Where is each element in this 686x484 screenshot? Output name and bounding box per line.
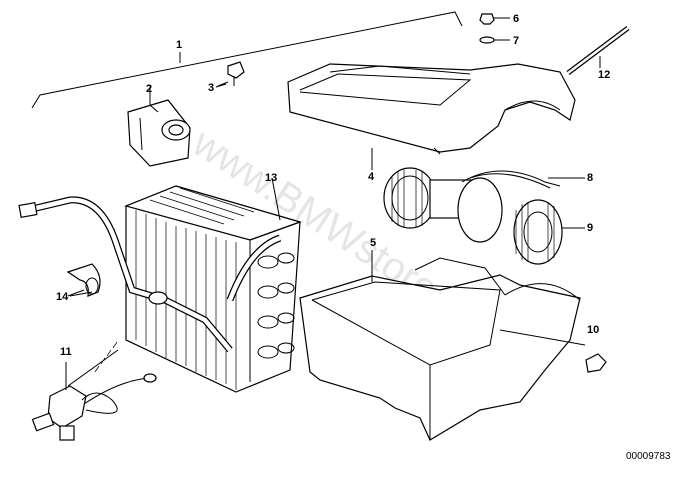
small-clip-part	[585, 353, 607, 373]
callout-8: 8	[587, 172, 593, 184]
callout-6: 6	[513, 13, 519, 25]
callout-11: 11	[60, 346, 72, 358]
screw-part	[479, 13, 510, 25]
pipe-clip-part	[66, 263, 101, 297]
clip-part	[217, 61, 245, 87]
callout-3: 3	[208, 82, 214, 94]
callout-9: 9	[587, 222, 593, 234]
assembly-bracket	[31, 11, 463, 109]
callout-1: 1	[176, 39, 182, 51]
lower-housing-part	[299, 250, 586, 441]
callout-12: 12	[598, 69, 610, 81]
mounting-bracket-part	[127, 85, 191, 167]
callout-14: 14	[56, 291, 69, 303]
callout-5: 5	[370, 237, 376, 249]
document-id: 00009783	[626, 451, 671, 462]
callout-4: 4	[368, 171, 375, 183]
washer-part	[479, 36, 510, 44]
leader-lines	[69, 83, 227, 297]
callout-10: 10	[587, 324, 599, 336]
callout-13: 13	[265, 172, 277, 184]
blower-motor-part	[383, 167, 585, 265]
expansion-valve-part	[31, 341, 157, 441]
callout-7: 7	[513, 35, 519, 47]
rod-part	[566, 26, 630, 75]
refrigerant-pipe-part	[18, 196, 282, 353]
upper-housing-part	[287, 63, 576, 170]
callout-2: 2	[146, 83, 152, 95]
evaporator-core-part	[124, 177, 302, 393]
